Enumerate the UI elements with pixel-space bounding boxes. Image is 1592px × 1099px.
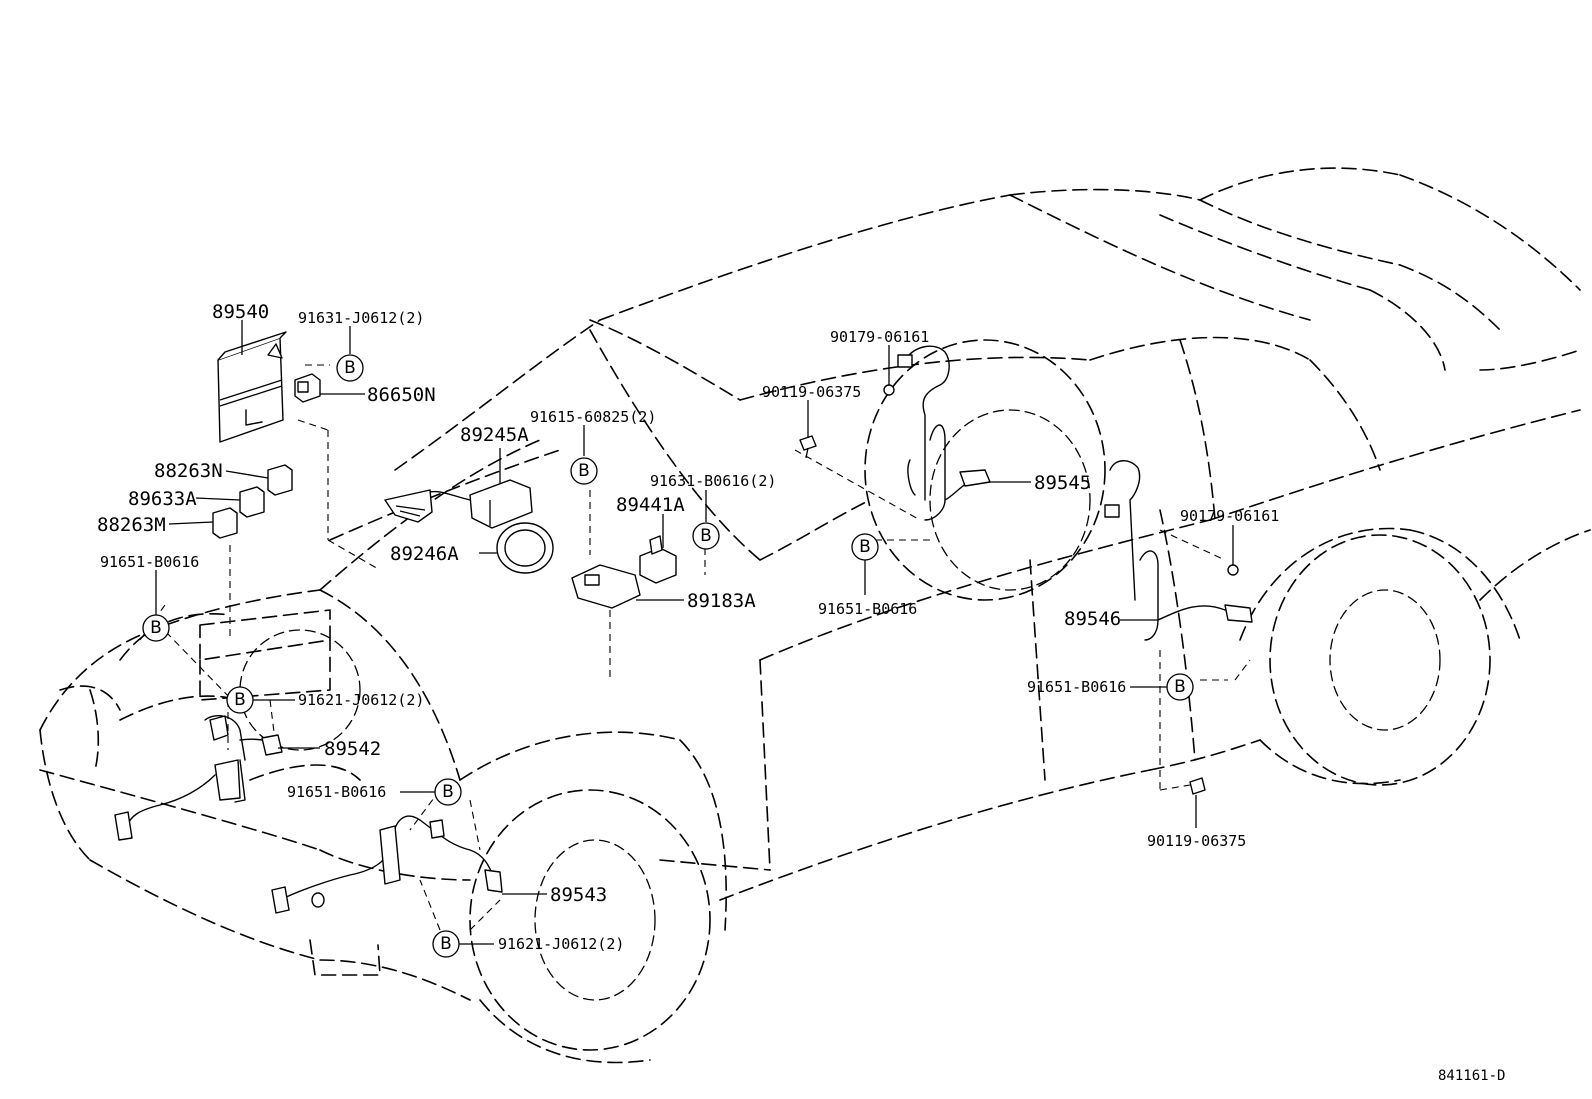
label-91631-b0616: 91631-B0616(2) [650,472,776,490]
ecu-89540-icon [217,331,287,443]
label-89183a: 89183A [687,590,756,612]
callout-b-front-left-bracket: B [142,614,170,642]
bracket-86650n-icon [294,373,321,403]
speed-sensor-89545-icon [897,345,991,521]
callout-b-89545: B [851,533,879,561]
label-89546: 89546 [1064,608,1121,630]
svg-text:B: B [440,934,452,954]
label-89245a: 89245A [460,424,529,446]
svg-text:B: B [234,690,246,710]
speed-sensor-89543-icon [271,815,503,914]
callout-b-89546: B [1166,673,1194,701]
relay-89633a-icon [239,486,265,518]
label-91621-j0612-bottom: 91621-J0612(2) [498,935,624,953]
label-90179-06161-top: 90179-06161 [830,328,929,346]
svg-text:B: B [859,537,871,557]
svg-text:B: B [344,358,356,378]
callout-b-89245a: B [570,457,598,485]
label-86650n: 86650N [367,384,436,406]
solid-leader-lines [155,320,1234,945]
label-91651-b0616-front: 91651-B0616 [287,783,386,801]
label-91651-b0616-mid: 91651-B0616 [818,600,917,618]
bolt-90119-06375-bottom-icon [1189,777,1206,795]
label-91615-60825: 91615-60825(2) [530,408,656,426]
label-88263m: 88263M [97,514,166,536]
relay-88263m-icon [212,507,238,539]
callout-b-front-right: B [434,778,462,806]
label-89543: 89543 [550,884,607,906]
svg-text:B: B [150,618,162,638]
part-labels: 89540 91631-J0612(2) 86650N 88263N 89633… [97,301,1505,1084]
speed-sensor-89546-icon [1104,460,1253,641]
label-89633a: 89633A [128,488,197,510]
label-89545: 89545 [1034,472,1091,494]
label-89246a: 89246A [390,543,459,565]
speed-sensor-89542-icon [114,714,283,841]
label-90179-06161-right: 90179-06161 [1180,507,1279,525]
bolt-90119-06375-top-icon [799,435,817,459]
phantom-leader-lines [139,364,1251,931]
label-89441a: 89441A [616,494,685,516]
label-91651-b0616-right: 91651-B0616 [1027,678,1126,696]
car-body-outline [39,167,1591,1064]
clip-90179-06161-top-icon [883,384,895,396]
svg-text:B: B [442,782,454,802]
label-88263n: 88263N [154,460,223,482]
sensor-89183a-icon [571,564,641,609]
drawing-number: 841161-D [1438,1068,1505,1084]
sensor-89245a-icon [384,479,533,529]
svg-text:B: B [1174,677,1186,697]
relay-88263n-icon [267,464,293,496]
label-89542: 89542 [324,738,381,760]
svg-text:B: B [578,461,590,481]
callout-b-89543: B [432,930,460,958]
svg-text:B: B [700,526,712,546]
label-91621-j0612-top: 91621-J0612(2) [298,691,424,709]
callout-b-89441a: B [692,522,720,550]
ring-89246a-icon [496,522,554,574]
label-91651-b0616-left: 91651-B0616 [100,553,199,571]
sensor-89441a-icon [639,535,677,584]
label-90119-06375-bottom: 90119-06375 [1147,832,1246,850]
label-90119-06375-top: 90119-06375 [762,383,861,401]
callout-b-ecu: B [336,354,364,382]
label-89540: 89540 [212,301,269,323]
callout-b-89542: B [226,686,254,714]
label-91631-j0612: 91631-J0612(2) [298,309,424,327]
clip-90179-06161-right-icon [1227,564,1239,576]
